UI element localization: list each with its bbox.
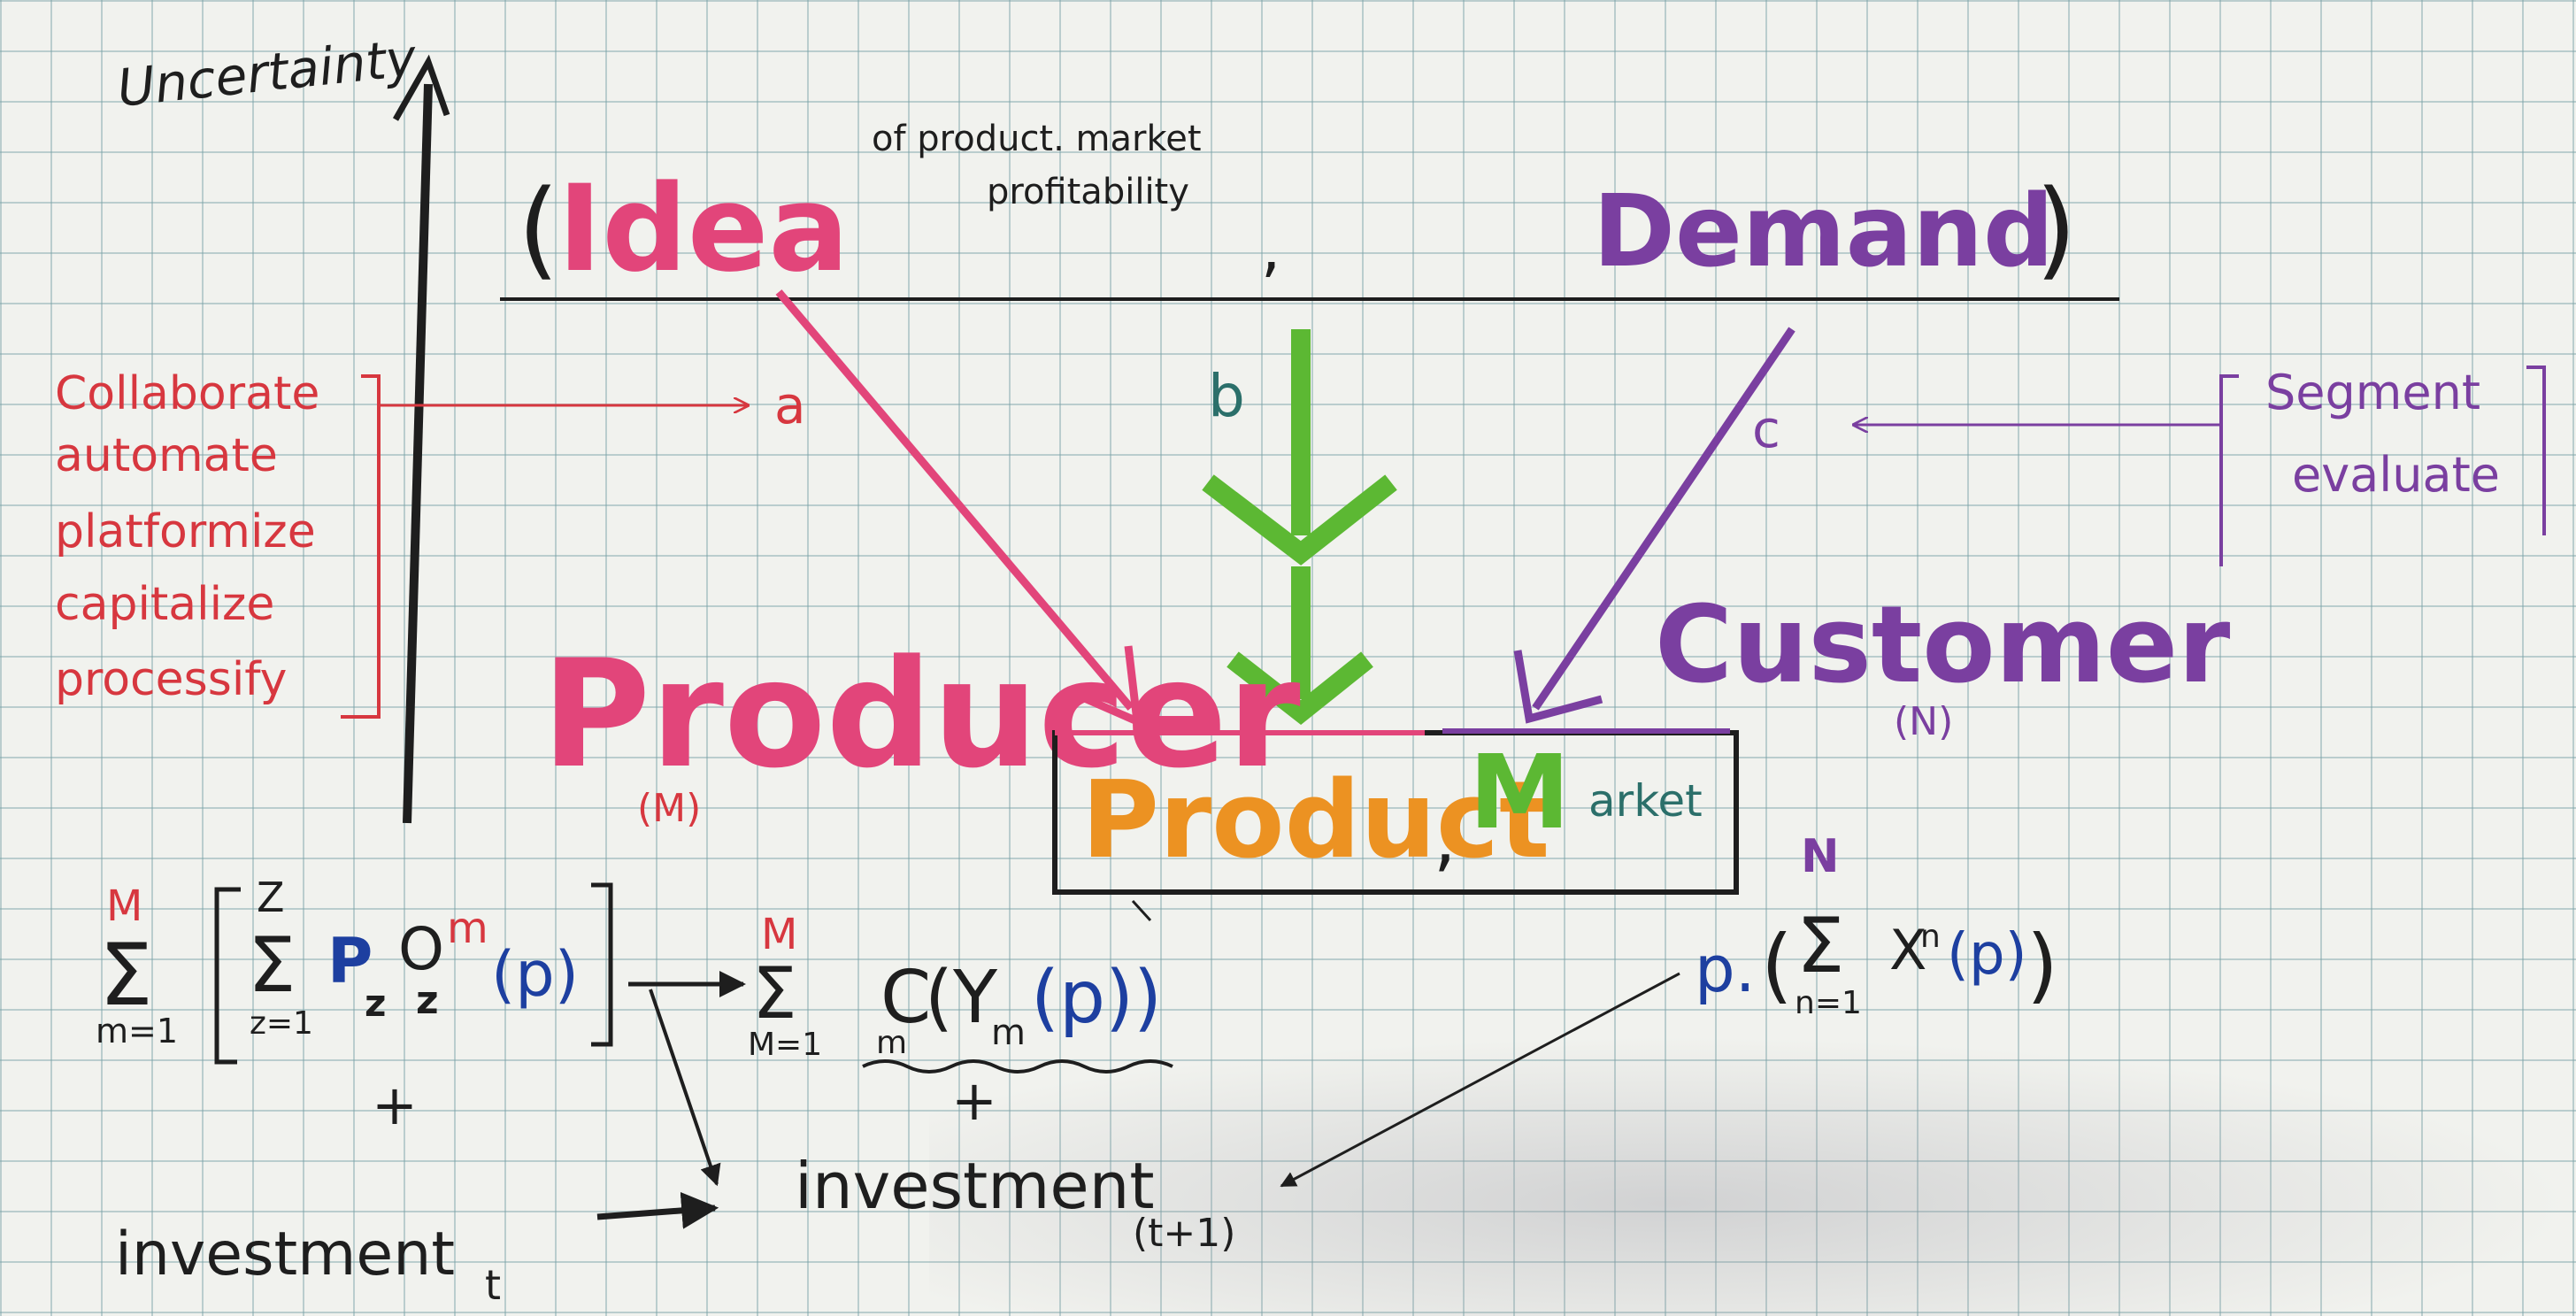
price-p: P: [327, 925, 373, 997]
market-m: M: [1469, 734, 1570, 852]
sum-outer-top: M: [106, 881, 142, 931]
formula-mid: M Σ M=1 C m (Y m (p)) +: [748, 910, 1173, 1133]
product-label: Product: [1081, 759, 1549, 882]
formula-right: p. ( N Σ n=1 X n (p) ): [1695, 830, 2058, 1021]
action-item: automate: [55, 429, 278, 482]
left-actions: Collaborate automate platformize capital…: [55, 367, 319, 706]
action-item: capitalize: [55, 578, 274, 631]
cost-sub: m: [876, 1025, 907, 1061]
revenue-x-sup: n: [1920, 919, 1941, 955]
arrow-c-head: [1513, 650, 1603, 724]
revenue-sigma: Σ: [1796, 902, 1844, 990]
left-bracket: [341, 374, 381, 719]
sum-outer-sigma: Σ: [99, 926, 153, 1025]
revenue-top: N: [1801, 830, 1840, 883]
producer-count: (M): [637, 786, 701, 831]
investment-t-sub: t: [485, 1261, 501, 1309]
arrow-a-line: [775, 289, 1134, 711]
customer-count: (N): [1894, 699, 1953, 744]
cost-sum-sigma: Σ: [752, 952, 797, 1035]
customer-label: Customer: [1655, 584, 2230, 707]
uncertainty-axis: [403, 83, 433, 824]
label-a: a: [774, 375, 806, 435]
right-bracket-left: [2219, 374, 2239, 566]
action-item: platformize: [55, 505, 316, 558]
segment-item: Segment: [2265, 365, 2480, 420]
note-line-1: of product. market: [872, 119, 1202, 159]
arrow-b-head-2: [1226, 651, 1373, 726]
quantity-sup: m: [447, 904, 488, 953]
revenue-close: ): [2026, 918, 2058, 1012]
arrow-a-head: [1065, 645, 1142, 728]
demand-label: Demand: [1593, 174, 2054, 289]
cost-sum-top: M: [761, 910, 797, 959]
sum-inner-top: Z: [257, 873, 285, 921]
sum-outer-bottom: m=1: [96, 1012, 178, 1050]
revenue-x: X: [1889, 918, 1926, 982]
action-item: processify: [55, 653, 287, 706]
investment-t1-label: investment: [795, 1149, 1155, 1223]
cost-y: (Y: [925, 956, 998, 1040]
label-c: c: [1752, 399, 1780, 459]
action-item: Collaborate: [55, 367, 319, 420]
quantity-arg: (p): [491, 938, 579, 1011]
note-line-2: profitability: [987, 172, 1189, 212]
sum-inner-sigma: Σ: [248, 921, 296, 1010]
investment-t-label: investment: [115, 1220, 455, 1289]
sum-inner-bottom: z=1: [250, 1005, 313, 1042]
revenue-arg: (p): [1947, 922, 2027, 988]
box-leader: [1131, 899, 1152, 922]
open-paren: (: [518, 168, 559, 291]
idea-label: Idea: [557, 159, 850, 298]
plus-left: +: [372, 1073, 418, 1137]
producer-label: Producer: [542, 627, 1301, 801]
arrow-b-head-1: [1202, 474, 1397, 566]
cost-underline: [862, 1059, 1173, 1074]
box-comma: ,: [1434, 797, 1456, 880]
uncertainty-label: Uncertainty: [114, 27, 419, 119]
close-paren: ): [2035, 168, 2077, 291]
cost-arg: (p)): [1031, 956, 1162, 1040]
bracket-close: [591, 882, 613, 1047]
comma-top: ,: [1261, 212, 1280, 285]
arrow-revenue-to-investment: [1280, 972, 1680, 1188]
cost-c: C: [880, 956, 931, 1040]
market-arket: arket: [1588, 775, 1703, 827]
evaluate-item: evaluate: [2292, 447, 2500, 503]
plus-mid: +: [951, 1068, 997, 1133]
uncertainty-arrowhead: [392, 54, 450, 121]
cost-y-sub: m: [991, 1012, 1026, 1053]
investment-t1-sub: (t+1): [1133, 1211, 1235, 1256]
revenue-p: p.: [1695, 932, 1756, 1006]
revenue-open: (: [1761, 918, 1793, 1012]
quantity-sub: z: [416, 978, 439, 1023]
formula-left: M Σ m=1 Z Σ z=1 P z O m z (p) +: [96, 873, 613, 1137]
quantity-o: O: [398, 915, 444, 983]
arrow-c-line: [1532, 327, 1796, 711]
label-b: b: [1208, 362, 1245, 430]
price-sub: z: [365, 981, 386, 1025]
bracket-open: [214, 887, 241, 1065]
arrow-to-investment-left: [649, 989, 721, 1187]
revenue-bottom: n=1: [1795, 985, 1862, 1021]
cost-sum-bottom: M=1: [748, 1027, 822, 1063]
right-bracket-right: [2526, 366, 2546, 535]
arrow-investment-t: [596, 1191, 719, 1229]
